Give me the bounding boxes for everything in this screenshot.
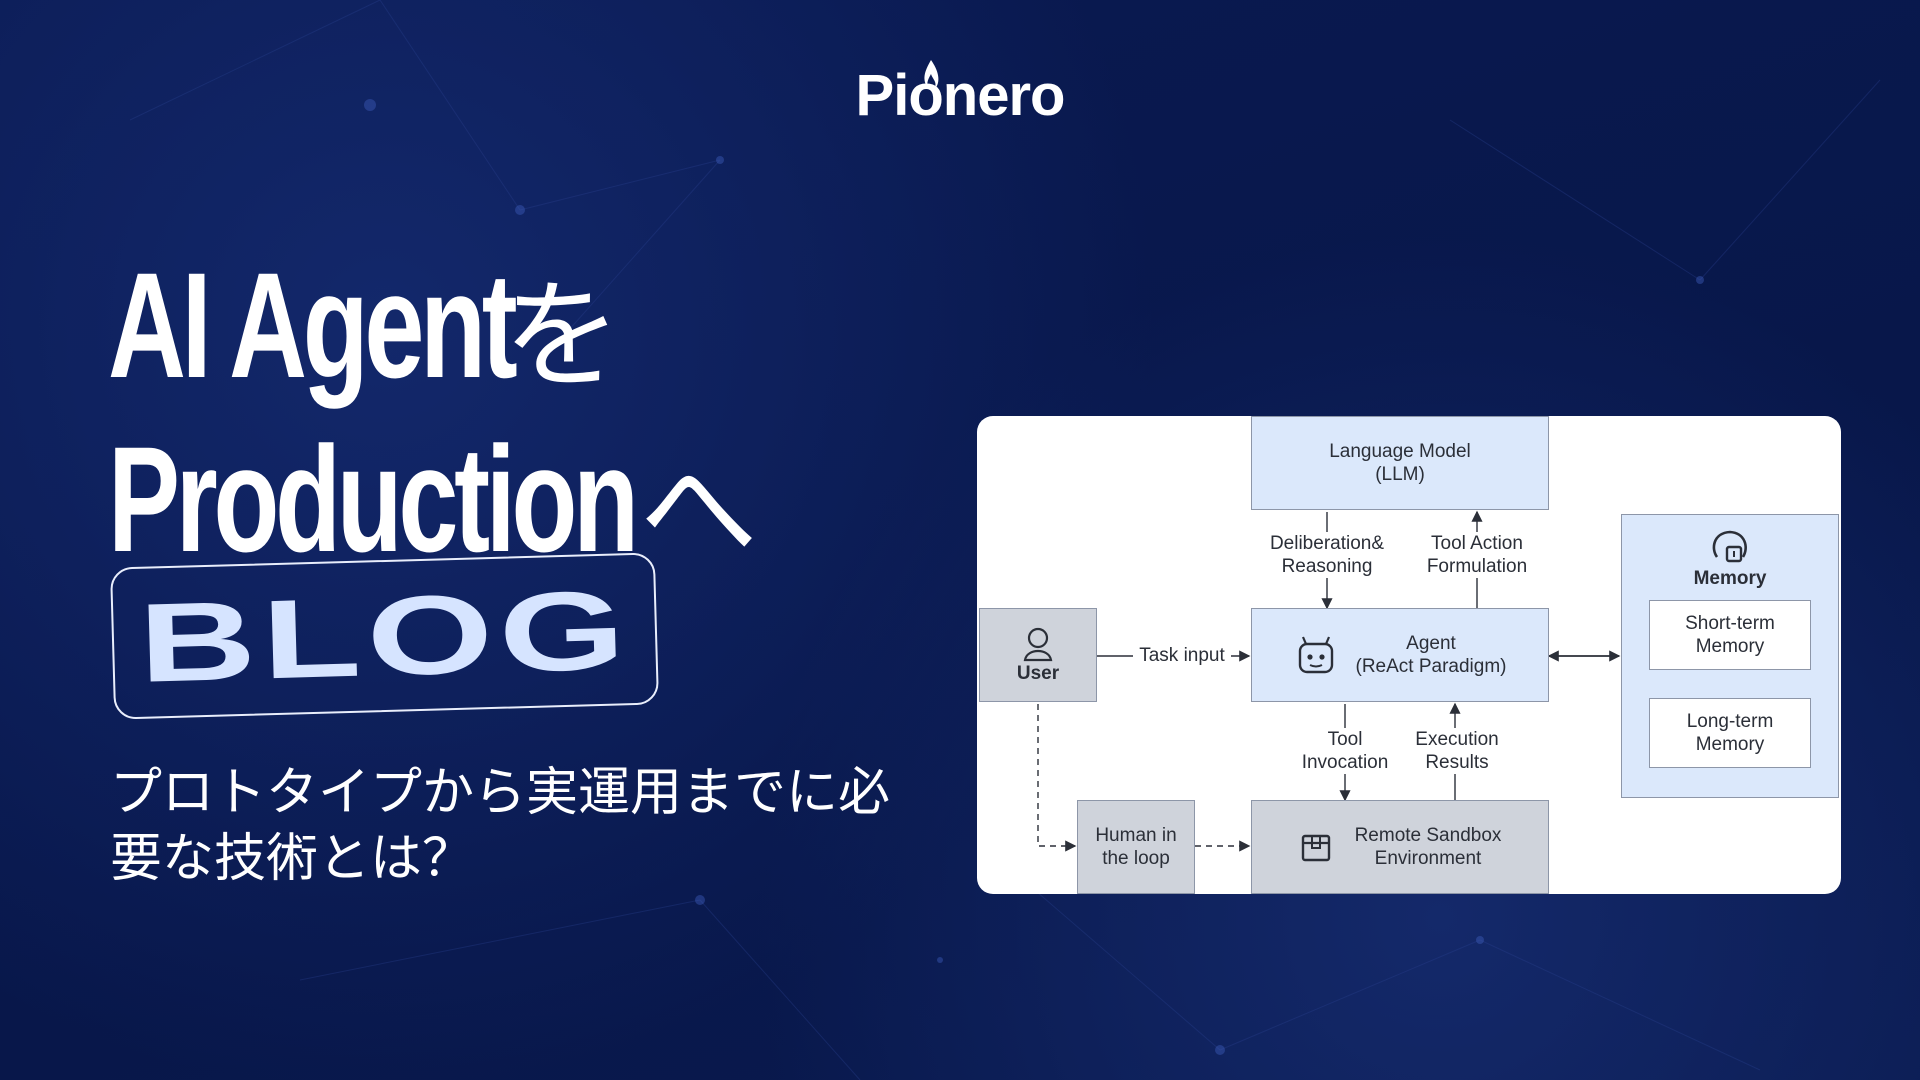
brain-icon [1712,530,1747,563]
agent-box: Agent (ReAct Paradigm) [1251,608,1549,702]
human-label-1: Human in [1095,825,1177,846]
deliberation-label: Deliberation& Reasoning [1257,532,1397,578]
user-box: User [979,608,1097,702]
user-label: User [1016,662,1060,684]
agent-label-2: (ReAct Paradigm) [1355,656,1507,677]
architecture-diagram: Language Model (LLM) Deliberation& Reaso… [977,416,1841,894]
user-icon [1023,627,1053,661]
headline: AI Agentを Productionへ [108,241,958,610]
llm-label-1: Language Model [1329,441,1471,462]
headline-latin-1: AI Agent [108,241,518,409]
memory-panel: Memory Short-term Memory Long-term Memor… [1621,514,1839,798]
tool-action-label-1: Tool Action [1431,533,1523,554]
subtitle-line-2: 要な技術とは？ [110,829,475,889]
short-term-label-2: Memory [1695,636,1765,657]
headline-jp-2: へ [639,441,758,579]
deliberation-label-1: Deliberation& [1269,533,1385,554]
human-in-the-loop-box: Human in the loop [1077,800,1195,894]
headline-jp-1: を [503,267,622,405]
sandbox-label-1: Remote Sandbox [1354,825,1502,846]
subtitle: プロトタイプから実運用までに必 要な技術とは？ [110,760,990,892]
human-label-2: the loop [1102,848,1170,869]
memory-title: Memory [1693,568,1767,589]
blog-badge: BLOG [109,552,660,720]
long-term-label-1: Long-term [1686,711,1774,732]
tool-action-label-2: Formulation [1426,556,1528,577]
headline-line-1: AI Agentを [108,241,958,436]
agent-label-1: Agent [1406,633,1456,654]
headline-line-2: Productionへ [108,415,958,610]
execution-results-label: Execution Results [1405,728,1509,774]
execution-results-label-1: Execution [1415,729,1499,750]
llm-label-2: (LLM) [1375,464,1425,485]
llm-box: Language Model (LLM) [1251,416,1549,510]
long-term-label-2: Memory [1695,734,1765,755]
execution-results-label-2: Results [1425,752,1489,773]
task-input-label: Task input [1133,644,1231,667]
deliberation-label-2: Reasoning [1281,556,1373,577]
tool-invocation-label: Tool Invocation [1293,728,1397,774]
short-term-label-1: Short-term [1685,613,1775,634]
subtitle-line-1: プロトタイプから実運用までに必 [110,763,891,823]
brand-logo: Pionero [0,60,1920,129]
tool-invocation-label-1: Tool [1327,729,1363,750]
robot-icon [1298,636,1333,674]
headline-latin-2: Production [108,415,639,583]
tool-invocation-label-2: Invocation [1301,752,1389,773]
blog-badge-label: BLOG [136,566,633,706]
short-term-memory-box: Short-term Memory [1649,600,1811,670]
sandbox-label-2: Environment [1374,848,1482,869]
flame-icon [924,60,939,90]
brand-name: Pionero [855,63,1066,128]
tool-action-label: Tool Action Formulation [1407,532,1547,578]
package-icon [1301,834,1330,862]
long-term-memory-box: Long-term Memory [1649,698,1811,768]
sandbox-box: Remote Sandbox Environment [1251,800,1549,894]
